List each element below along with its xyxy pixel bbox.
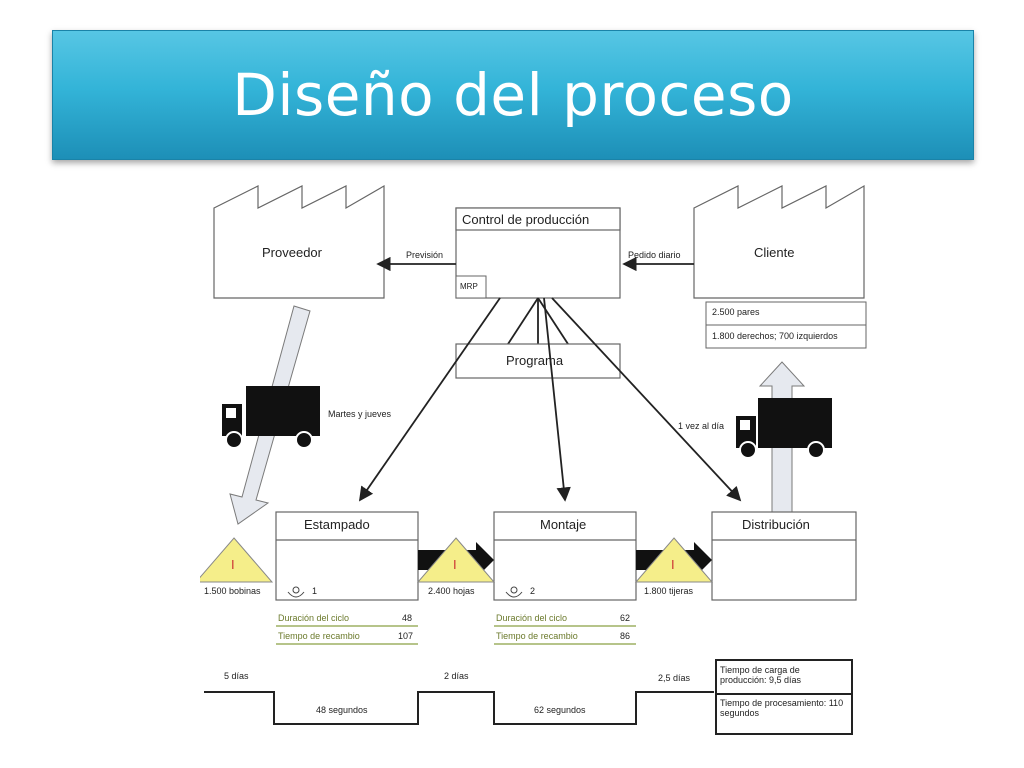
operators-stamping: 1 bbox=[312, 586, 318, 596]
customer-data-line-1: 2.500 pares bbox=[712, 307, 760, 317]
inventory-triangle-2 bbox=[416, 537, 496, 583]
customer-data-box bbox=[705, 301, 867, 349]
inventory-label-3: 1.800 tijeras bbox=[644, 586, 694, 596]
timeline-days-1: 5 días bbox=[224, 671, 249, 681]
title-bar: Diseño del proceso bbox=[52, 30, 974, 160]
process-box-distribution bbox=[711, 511, 857, 601]
operators-assembly: 2 bbox=[530, 586, 536, 596]
production-control-box bbox=[455, 207, 621, 299]
assembly-cycle-label: Duración del ciclo bbox=[496, 613, 568, 623]
outbound-truck-icon bbox=[736, 398, 832, 459]
inbound-truck-icon bbox=[222, 386, 320, 449]
process-box-assembly bbox=[493, 511, 637, 601]
inventory-symbol-2: I bbox=[453, 557, 457, 572]
stamping-changeover-value: 107 bbox=[398, 631, 414, 641]
value-stream-map: Proveedor Control de producción MRP Clie… bbox=[200, 178, 872, 738]
stamping-changeover-label: Tiempo de recambio bbox=[278, 631, 360, 641]
stamping-cycle-value: 48 bbox=[402, 613, 413, 623]
daily-order-label: Pedido diario bbox=[628, 250, 681, 260]
process-box-stamping bbox=[275, 511, 419, 601]
supplier-factory-icon bbox=[213, 184, 385, 299]
inventory-symbol-3: I bbox=[671, 557, 675, 572]
customer-factory-icon bbox=[693, 184, 865, 299]
lead-time-summary-box bbox=[715, 659, 853, 735]
schedule-to-stamping-arrow bbox=[358, 297, 501, 502]
process-assembly-label: Montaje bbox=[540, 517, 587, 532]
timeline-days-3: 2,5 días bbox=[658, 673, 691, 683]
process-distribution-label: Distribución bbox=[742, 517, 810, 532]
timeline-seconds-1: 48 segundos bbox=[316, 705, 368, 715]
timeline-ladder bbox=[204, 691, 714, 725]
mrp-label: MRP bbox=[460, 282, 478, 291]
inventory-label-1: 1.500 bobinas bbox=[204, 586, 261, 596]
forecast-label: Previsión bbox=[406, 250, 444, 260]
supplier-label: Proveedor bbox=[262, 245, 322, 260]
operator-icon-2 bbox=[505, 586, 523, 598]
inventory-triangle-1 bbox=[200, 537, 274, 583]
inventory-label-2: 2.400 hojas bbox=[428, 586, 475, 596]
customer-data-line-2: 1.800 derechos; 700 izquierdos bbox=[712, 331, 838, 341]
assembly-cycle-value: 62 bbox=[620, 613, 631, 623]
assembly-changeover-value: 86 bbox=[620, 631, 631, 641]
timeline-days-2: 2 días bbox=[444, 671, 469, 681]
production-control-label: Control de producción bbox=[462, 212, 590, 227]
inventory-symbol-1: I bbox=[231, 557, 235, 572]
diagram-graphics bbox=[200, 184, 867, 735]
customer-label: Cliente bbox=[754, 245, 795, 260]
outbound-shipping-label: 1 vez al día bbox=[678, 421, 725, 431]
operator-icon-1 bbox=[287, 586, 305, 598]
inbound-shipping-label: Martes y jueves bbox=[328, 409, 392, 419]
process-stamping-label: Estampado bbox=[304, 517, 370, 532]
processing-time-text: Tiempo de procesamiento: 110 segundos bbox=[720, 698, 844, 719]
schedule-to-assembly-arrow bbox=[543, 297, 571, 502]
lead-time-text: Tiempo de carga de producción: 9,5 días bbox=[720, 665, 802, 686]
timeline-seconds-2: 62 segundos bbox=[534, 705, 586, 715]
inventory-triangle-3 bbox=[634, 537, 714, 583]
assembly-changeover-label: Tiempo de recambio bbox=[496, 631, 578, 641]
schedule-label: Programa bbox=[506, 353, 564, 368]
stamping-cycle-label: Duración del ciclo bbox=[278, 613, 350, 623]
page-title: Diseño del proceso bbox=[232, 61, 794, 129]
schedule-to-distribution-arrow bbox=[551, 297, 742, 502]
